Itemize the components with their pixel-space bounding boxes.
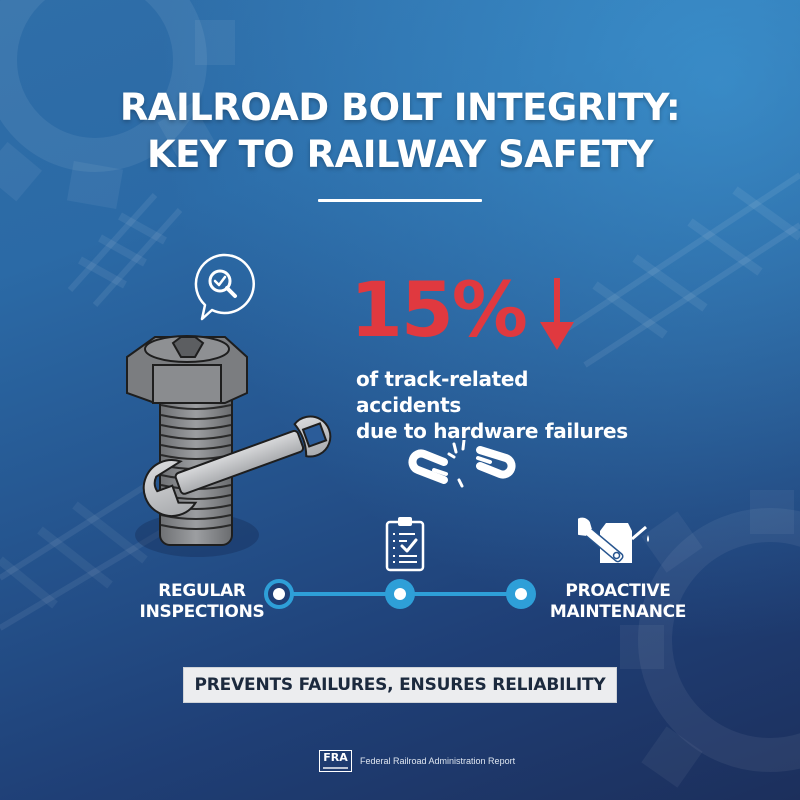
timeline-node-2 [385,579,415,609]
hex-bolt-with-wrench-illustration [126,335,332,557]
title-line-1: RAILROAD BOLT INTEGRITY: [119,86,681,129]
broken-chain-icon [408,440,516,488]
source-text: Federal Railroad Administration Report [360,756,516,766]
step-label-line-2: MAINTENANCE [549,602,687,622]
timeline-node-1 [264,579,294,609]
step-label-line-1: REGULAR [158,581,246,601]
benefit-banner: PREVENTS FAILURES, ENSURES RELIABILITY [183,667,617,703]
fra-logo-text: FRA [323,751,348,764]
fra-logo: FRA [319,750,352,772]
stat-caption-line-2: due to hardware failures [356,419,628,443]
timeline-node-3 [506,579,536,609]
page-title: RAILROAD BOLT INTEGRITY: KEY TO RAILWAY … [0,84,800,178]
source-footer: FRA Federal Railroad Administration Repo… [319,749,515,773]
stat-caption-line-1: of track-related accidents [356,367,529,417]
timeline-step-proactive-maintenance: PROACTIVE MAINTENANCE [548,581,688,623]
clipboard-checklist-icon [385,517,425,572]
stat-value: 15% [350,265,528,354]
step-label-line-2: INSPECTIONS [139,602,265,622]
step-label-line-1: PROACTIVE [565,581,671,601]
title-line-2: KEY TO RAILWAY SAFETY [146,133,654,176]
stat-caption: of track-related accidents due to hardwa… [356,366,636,444]
down-arrow-icon [540,278,574,350]
timeline-step-regular-inspections: REGULAR INSPECTIONS [138,581,266,623]
wrench-oil-can-icon [578,517,649,563]
magnifier-check-speech-bubble-icon [194,253,255,321]
title-divider [318,199,482,202]
